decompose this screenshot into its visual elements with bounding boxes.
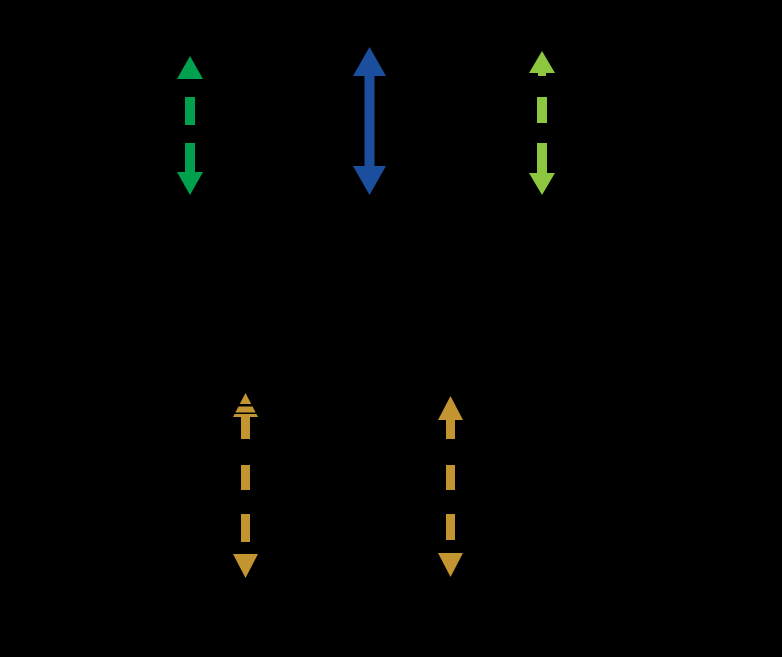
double-arrow-light-green	[529, 51, 555, 195]
double-arrow-gold-left	[230, 393, 260, 578]
double-arrow-blue	[352, 47, 386, 195]
double-arrow-dark-green	[177, 56, 203, 195]
double-arrow-gold-right	[437, 396, 463, 577]
